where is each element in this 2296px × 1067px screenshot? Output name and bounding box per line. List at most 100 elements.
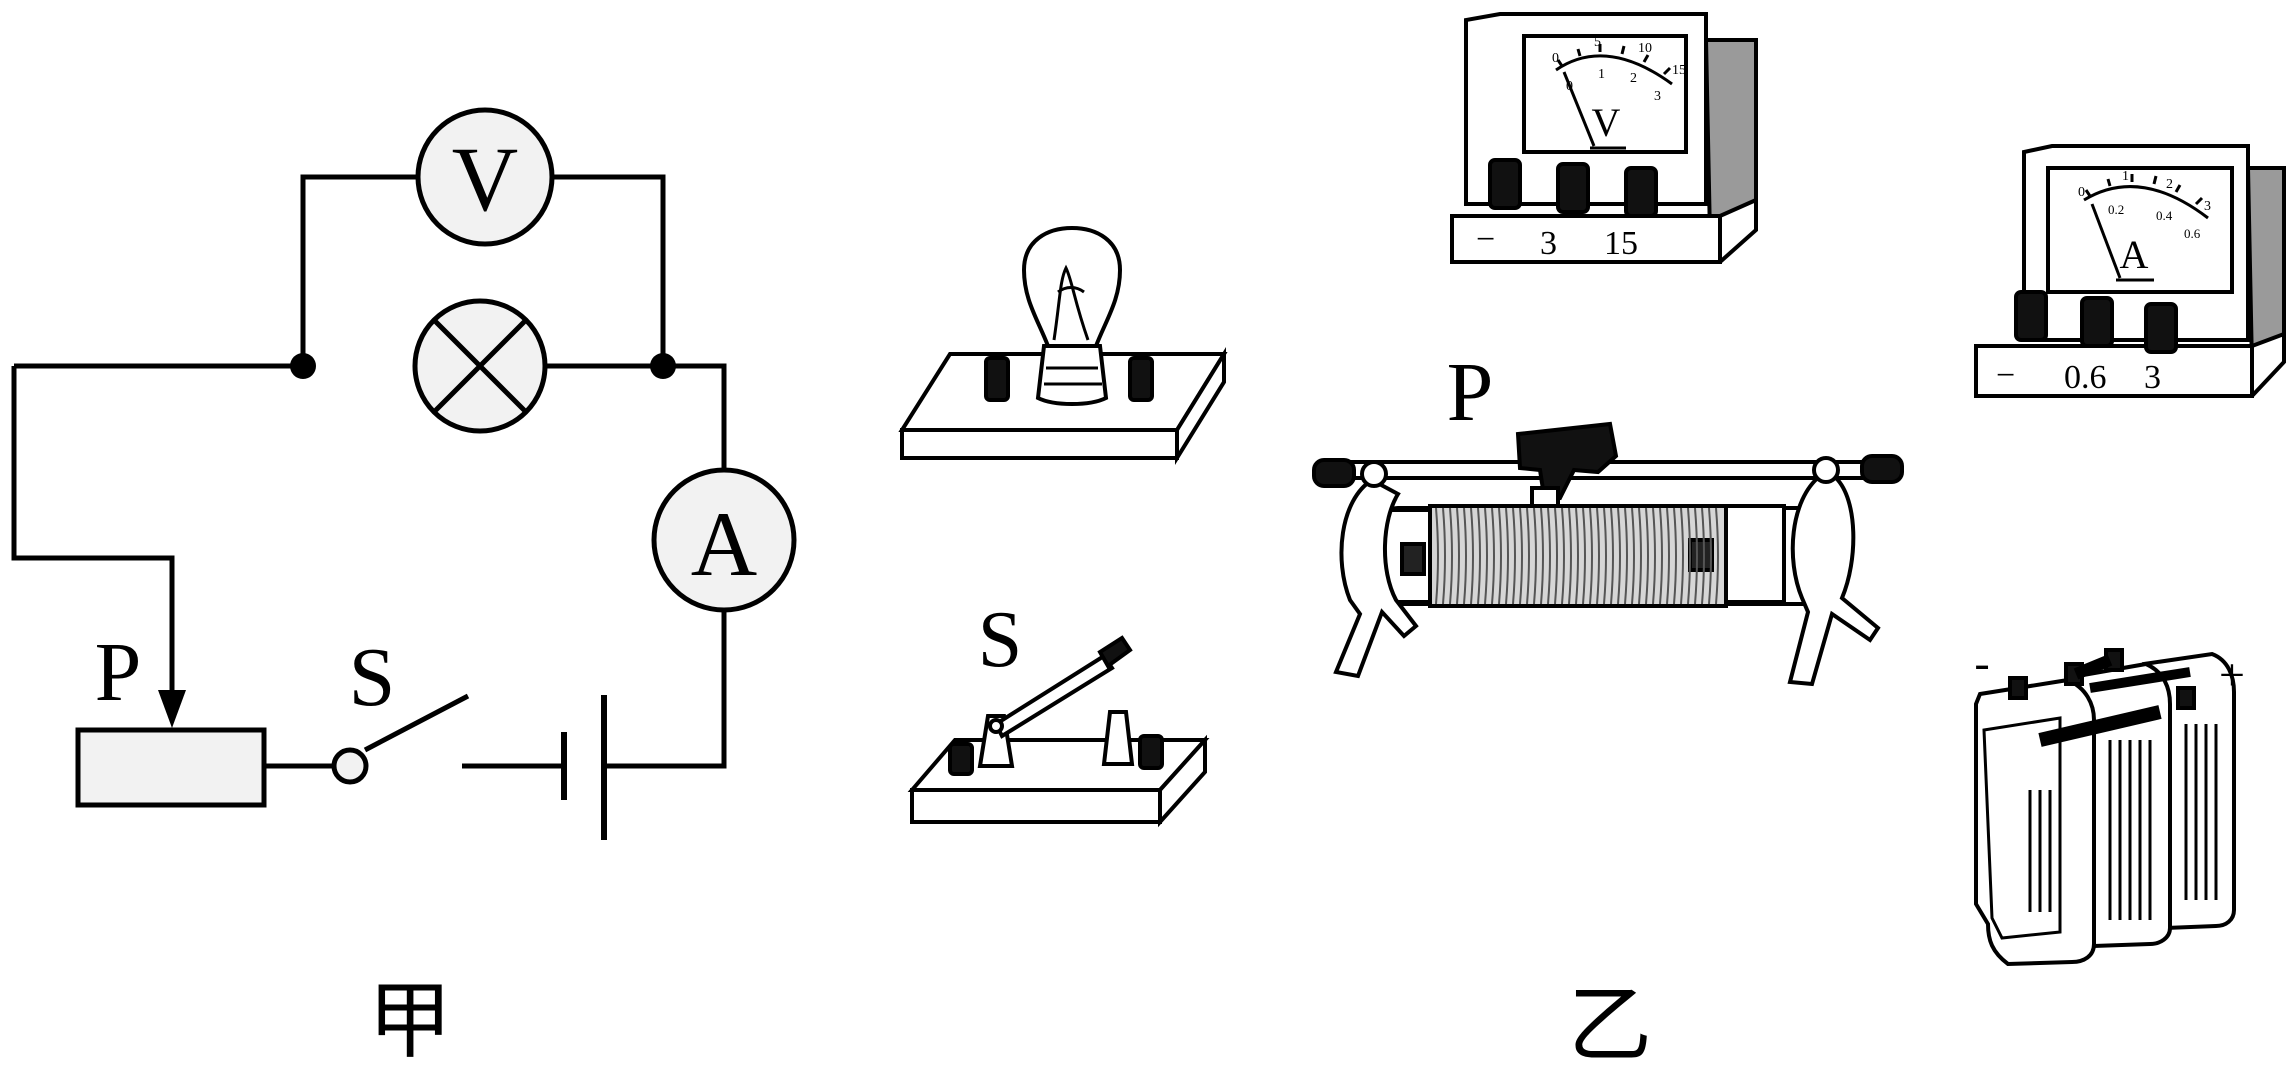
- svg-text:15: 15: [1604, 225, 1638, 262]
- svg-text:3: 3: [2204, 199, 2211, 214]
- switch-apparatus: [907, 635, 1210, 828]
- voltmeter-terminal-labels: − 3 15: [1476, 221, 1638, 262]
- wire-voltmeter-branch: [300, 174, 666, 366]
- rheostat-apparatus: [1312, 421, 1904, 687]
- coil-winding: [1477, 507, 1481, 605]
- coil-winding: [1498, 507, 1502, 605]
- coil-winding: [1484, 507, 1488, 605]
- svg-text:0.6: 0.6: [2064, 359, 2107, 396]
- svg-text:1: 1: [2122, 169, 2129, 184]
- coil-winding: [1701, 507, 1705, 605]
- circuit-switch-pivot: [331, 747, 369, 785]
- ammeter-scale-lower: 0.2 0.4 0.6: [2108, 202, 2201, 241]
- circuit-voltmeter: V: [415, 107, 555, 247]
- ammeter-face-symbol: A: [2120, 232, 2149, 277]
- slider-arrow-icon: [158, 690, 186, 728]
- coil-winding: [1435, 507, 1439, 605]
- circuit-diagram: [11, 174, 727, 769]
- coil-winding: [1519, 507, 1523, 605]
- coil-winding: [1470, 507, 1474, 605]
- voltmeter-scale-upper: 0 5 10 15: [1552, 35, 1686, 78]
- circuit-rheostat: [75, 690, 267, 808]
- switch-apparatus-label: S: [978, 596, 1023, 684]
- circuit-ammeter: A: [651, 467, 797, 613]
- coil-winding: [1561, 507, 1565, 605]
- wire-top-main: [14, 363, 727, 470]
- svg-text:3: 3: [1540, 225, 1557, 262]
- coil-winding: [1456, 507, 1460, 605]
- coil-winding: [1652, 507, 1656, 605]
- coil-winding: [1554, 507, 1558, 605]
- caption-right: 乙: [1568, 980, 1652, 1067]
- wire-left-loop: [11, 366, 175, 700]
- coil-winding: [1526, 507, 1530, 605]
- svg-text:0: 0: [1552, 51, 1559, 66]
- voltmeter-apparatus: [1450, 12, 1758, 264]
- junction-left: [290, 353, 316, 379]
- coil-winding: [1610, 507, 1614, 605]
- coil-winding: [1708, 507, 1712, 605]
- svg-text:0: 0: [1566, 79, 1573, 94]
- coil-winding: [1589, 507, 1593, 605]
- switch-blade: [363, 693, 470, 753]
- coil-winding: [1715, 507, 1719, 605]
- svg-text:−: −: [1996, 357, 2015, 394]
- circuit-battery: [561, 695, 607, 840]
- coil-winding: [1533, 507, 1537, 605]
- circuit-voltmeter-label: V: [452, 128, 518, 230]
- coil-winding: [1540, 507, 1544, 605]
- coil-winding: [1617, 507, 1621, 605]
- coil-winding: [1603, 507, 1607, 605]
- coil-winding: [1582, 507, 1586, 605]
- caption-left: 甲: [368, 976, 452, 1067]
- battery-apparatus: [1974, 648, 2236, 967]
- coil-winding: [1673, 507, 1677, 605]
- coil-winding: [1575, 507, 1579, 605]
- lamp-apparatus: [898, 225, 1228, 466]
- svg-text:−: −: [1476, 221, 1495, 258]
- circuit-slider-label: P: [95, 626, 142, 719]
- rheostat-slider-label: P: [1447, 346, 1494, 439]
- circuit-ammeter-label: A: [691, 493, 757, 595]
- battery-minus-label: -: [1974, 637, 1989, 688]
- coil-winding: [1463, 507, 1467, 605]
- rheostat-coil: [1435, 507, 1719, 605]
- svg-text:1: 1: [1598, 67, 1605, 82]
- coil-winding: [1666, 507, 1670, 605]
- coil-winding: [1505, 507, 1509, 605]
- svg-text:3: 3: [1654, 89, 1661, 104]
- voltmeter-scale-lower: 0 1 2 3: [1566, 67, 1661, 104]
- svg-text:0: 0: [2078, 185, 2085, 200]
- coil-winding: [1631, 507, 1635, 605]
- svg-text:5: 5: [1594, 35, 1601, 50]
- coil-winding: [1449, 507, 1453, 605]
- svg-text:2: 2: [1630, 71, 1637, 86]
- wire-ammeter-down: [602, 612, 727, 769]
- circuit-switch-label: S: [349, 631, 396, 724]
- coil-winding: [1547, 507, 1551, 605]
- coil-winding: [1491, 507, 1495, 605]
- svg-text:3: 3: [2144, 359, 2161, 396]
- ammeter-terminal-labels: − 0.6 3: [1996, 357, 2161, 396]
- battery-plus-label: +: [2219, 649, 2245, 700]
- coil-winding: [1624, 507, 1628, 605]
- ammeter-apparatus: [1974, 144, 2286, 398]
- svg-text:0.4: 0.4: [2156, 208, 2173, 223]
- circuit-lamp: [412, 298, 548, 434]
- svg-text:0.6: 0.6: [2184, 226, 2201, 241]
- coil-winding: [1687, 507, 1691, 605]
- svg-text:15: 15: [1672, 63, 1686, 78]
- voltmeter-face-symbol: V: [1592, 100, 1621, 145]
- svg-text:2: 2: [2166, 177, 2173, 192]
- svg-text:10: 10: [1638, 41, 1652, 56]
- coil-winding: [1638, 507, 1642, 605]
- coil-winding: [1442, 507, 1446, 605]
- coil-winding: [1568, 507, 1572, 605]
- coil-winding: [1694, 507, 1698, 605]
- ammeter-scale-upper: 0 1 2 3: [2078, 169, 2211, 214]
- coil-winding: [1596, 507, 1600, 605]
- junction-right: [650, 353, 676, 379]
- coil-winding: [1645, 507, 1649, 605]
- coil-winding: [1680, 507, 1684, 605]
